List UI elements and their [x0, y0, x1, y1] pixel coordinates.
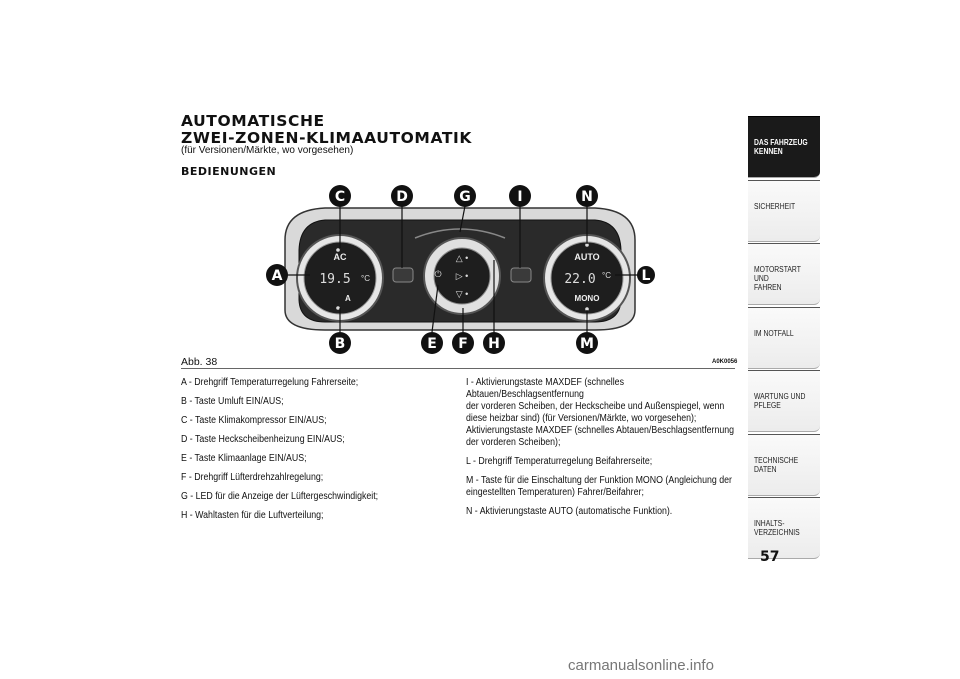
svg-text:⏻: ⏻: [434, 269, 441, 279]
unit-right: °C: [602, 271, 611, 280]
temp-right: 22.0: [564, 272, 595, 287]
temp-left: 19.5: [319, 272, 350, 287]
tab-label: IM NOTFALL: [754, 328, 794, 338]
tab-das-fahrzeug-kennen[interactable]: DAS FAHRZEUG KENNEN: [748, 116, 820, 178]
watermark-text: carmanualsonline.info: [568, 657, 714, 674]
legend-item-L: L - Drehgriff Temperaturregelung Beifahr…: [466, 456, 653, 467]
tab-label: MOTORSTART UND FAHREN: [754, 265, 801, 292]
ac-label: AC: [334, 252, 347, 262]
title-line-2: ZWEI-ZONEN-KLIMAAUTOMATIK: [181, 129, 473, 147]
tab-label: SICHERHEIT: [754, 201, 796, 211]
legend-item-F: F - Drehgriff Lüfterdrehzahlregelung;: [181, 472, 324, 483]
callout-E: E: [427, 336, 437, 352]
callout-A: A: [272, 268, 283, 284]
unit-left: °C: [361, 274, 370, 283]
legend-item-G: G - LED für die Anzeige der Lüftergeschw…: [181, 491, 379, 502]
svg-text:△ •: △ •: [456, 253, 469, 263]
tab-label: INHALTS- VERZEICHNIS: [754, 519, 800, 537]
title-line-1: AUTOMATISCHE: [181, 112, 325, 130]
callout-L: L: [642, 268, 651, 284]
callout-H: H: [488, 336, 500, 352]
legend-item-C: C - Taste Klimakompressor EIN/AUS;: [181, 415, 327, 426]
legend-item-M: M - Taste für die Einschaltung der Funkt…: [466, 475, 732, 498]
legend-item-N: N - Aktivierungstaste AUTO (automatische…: [466, 506, 673, 517]
svg-text:▷ •: ▷ •: [456, 271, 469, 281]
auto-label: AUTO: [574, 252, 599, 262]
legend-item-E: E - Taste Klimaanlage EIN/AUS;: [181, 453, 307, 464]
tab-im-notfall[interactable]: IM NOTFALL: [748, 306, 820, 369]
callout-C: C: [335, 189, 345, 205]
tab-label: DAS FAHRZEUG KENNEN: [754, 138, 808, 156]
tab-sicherheit[interactable]: SICHERHEIT: [748, 179, 820, 242]
figure-rule: [181, 368, 735, 369]
tab-inhaltsverzeichnis[interactable]: INHALTS- VERZEICHNIS: [748, 497, 820, 559]
svg-text:▽ •: ▽ •: [456, 289, 469, 299]
callout-N: N: [581, 189, 593, 205]
tab-label: TECHNISCHE DATEN: [754, 455, 799, 474]
tab-motorstart-und-fahren[interactable]: MOTORSTART UND FAHREN: [748, 243, 820, 305]
callout-D: D: [396, 189, 408, 205]
figure-caption: Abb. 38: [181, 356, 218, 368]
legend-item-I: I - Aktivierungstaste MAXDEF (schnelles …: [466, 377, 735, 448]
legend-item-H: H - Wahltasten für die Luftverteilung;: [181, 510, 324, 521]
tab-label: WARTUNG UND PFLEGE: [754, 392, 806, 410]
legend-item-D: D - Taste Heckscheibenheizung EIN/AUS;: [181, 434, 345, 445]
callout-F: F: [458, 336, 468, 352]
legend-item-A: A - Drehgriff Temperaturregelung Fahrers…: [181, 377, 359, 388]
legend-item-B: B - Taste Umluft EIN/AUS;: [181, 396, 284, 407]
legend-right: I - Aktivierungstaste MAXDEF (schnelles …: [466, 377, 739, 525]
callout-I: I: [517, 189, 522, 205]
legend-left: A - Drehgriff Temperaturregelung Fahrers…: [181, 377, 445, 529]
tab-wartung-und-pflege[interactable]: WARTUNG UND PFLEGE: [748, 370, 820, 432]
page-number: 57: [760, 549, 780, 565]
callout-G: G: [459, 189, 471, 205]
chapter-sidebar: DAS FAHRZEUG KENNEN SICHERHEIT MOTORSTAR…: [748, 116, 820, 561]
section-heading: BEDIENUNGEN: [181, 165, 277, 178]
callout-B: B: [335, 336, 346, 352]
climate-control-figure: AC 19.5 °C A AUTO 22.0 °C MONO △ • ▷ • ▽…: [266, 185, 655, 354]
figure-code: A0K0056: [712, 359, 738, 365]
mono-label: MONO: [575, 294, 600, 303]
page-subtitle: (für Versionen/Märkte, wo vorgesehen): [181, 145, 354, 156]
page-title: AUTOMATISCHE ZWEI-ZONEN-KLIMAAUTOMATIK: [181, 113, 472, 147]
callout-M: M: [580, 336, 594, 352]
recirc-label: A: [345, 294, 351, 303]
tab-technische-daten[interactable]: TECHNISCHE DATEN: [748, 433, 820, 496]
